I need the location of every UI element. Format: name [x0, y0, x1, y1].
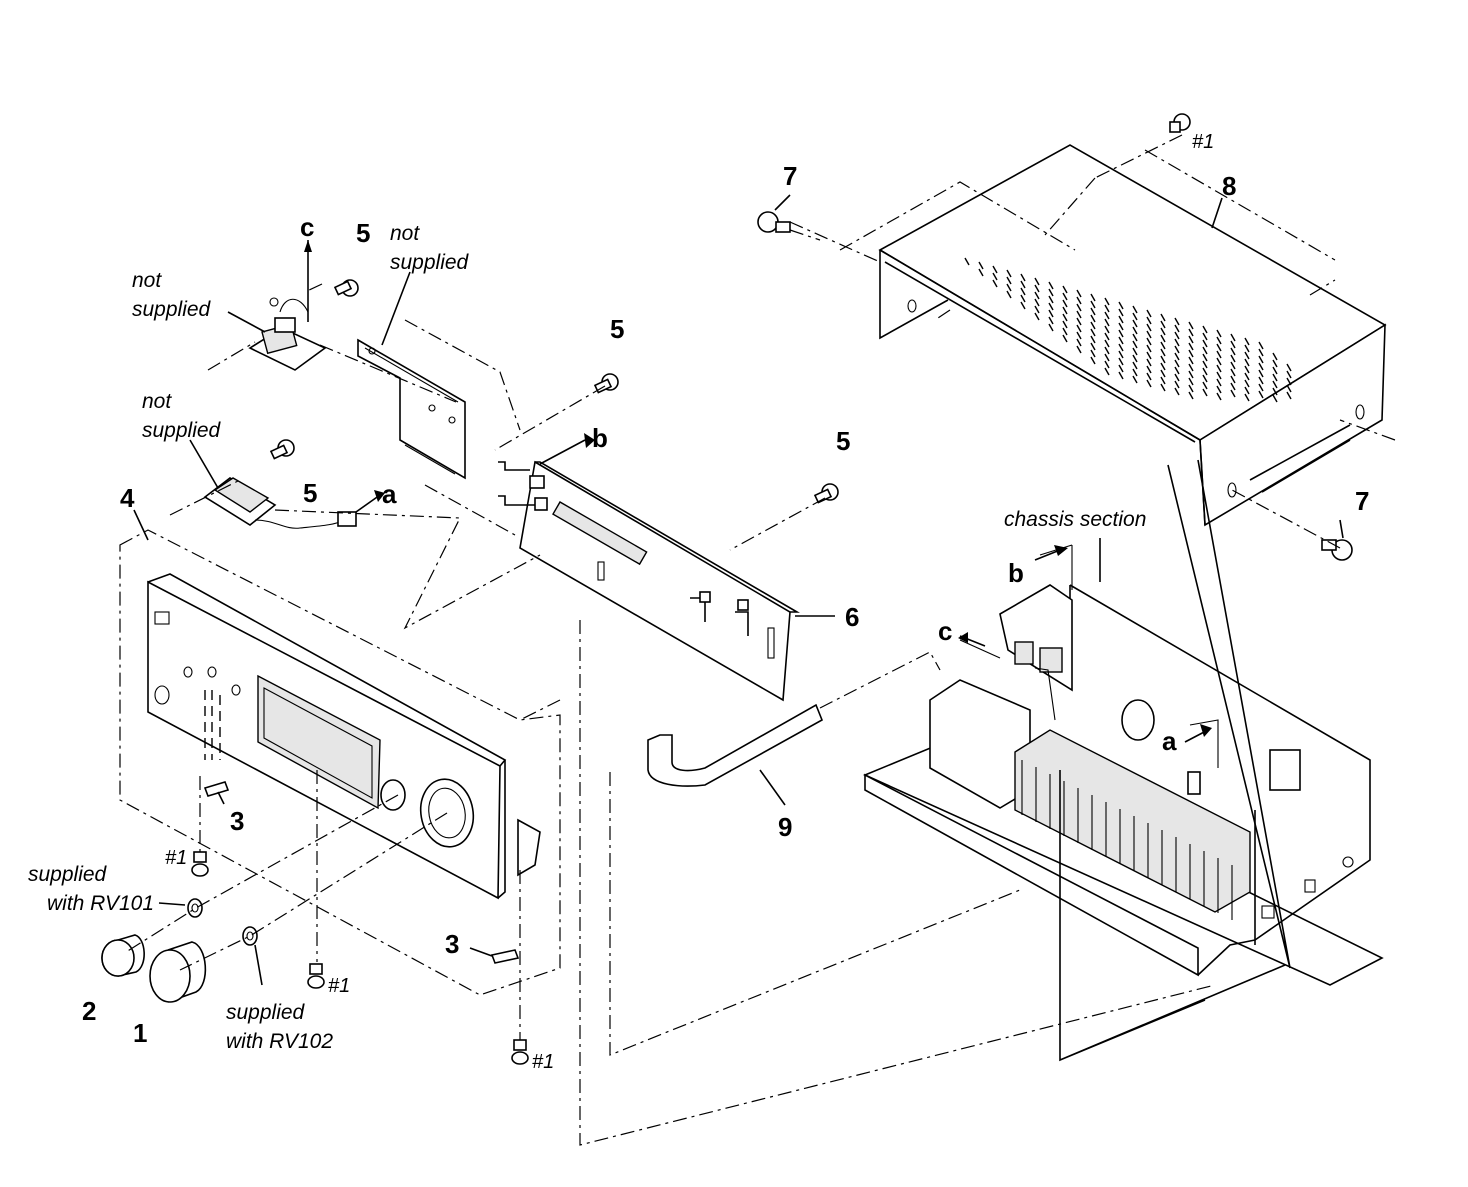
note-not-supplied-bracket-1: not — [390, 222, 420, 245]
heatsink-fins — [1021, 760, 1233, 920]
nut-rv101 — [187, 898, 203, 918]
bracket-not-supplied — [357, 338, 466, 480]
label-part-1: 1 — [133, 1018, 147, 1048]
knob-part-1 — [149, 941, 207, 1003]
screw-ref1-top — [1169, 113, 1191, 133]
flat-cable-part-9 — [647, 703, 824, 787]
label-connector-b-1: b — [592, 423, 608, 453]
cover-vent-slots — [964, 257, 1292, 403]
note-not-supplied-relay-2: supplied — [142, 419, 222, 442]
note-rv101-1: supplied — [28, 863, 108, 886]
label-connector-c-2: c — [938, 616, 952, 646]
note-not-supplied-bracket-2: supplied — [390, 251, 470, 274]
label-screw-ref-b: #1 — [328, 975, 350, 997]
note-rv102-1: supplied — [226, 1001, 306, 1024]
screw-ref1-a — [191, 851, 209, 877]
nut-rv102 — [242, 926, 258, 946]
screw-5-a — [333, 279, 359, 297]
note-not-supplied-switch-2: supplied — [132, 298, 212, 321]
switch-board-not-supplied — [248, 297, 327, 371]
labels: 1 2 3 3 4 5 5 5 5 6 7 7 8 9 a a b b c c … — [28, 131, 1369, 1073]
label-screw-ref-top: #1 — [1192, 131, 1214, 153]
label-part-7-a: 7 — [783, 161, 797, 191]
label-part-9: 9 — [778, 812, 792, 842]
knob-part-2 — [101, 934, 145, 977]
label-part-7-b: 7 — [1355, 486, 1369, 516]
label-part-5-c: 5 — [610, 314, 624, 344]
label-part-5-d: 5 — [836, 426, 850, 456]
screw-ref1-b — [307, 963, 325, 989]
screw-5-b — [269, 439, 295, 460]
note-not-supplied-relay-1: not — [142, 390, 172, 413]
label-part-4: 4 — [120, 483, 135, 513]
top-cover-part-8 — [878, 144, 1387, 527]
note-rv102-2: with RV102 — [226, 1030, 333, 1053]
assembly-lines — [119, 134, 1396, 1146]
screw-7-b — [1321, 539, 1353, 561]
display-board-part-6 — [498, 460, 800, 702]
label-connector-c-1: c — [300, 212, 314, 242]
label-screw-ref-c: #1 — [532, 1051, 554, 1073]
leader-lines — [133, 194, 1344, 986]
label-part-5-b: 5 — [303, 478, 317, 508]
label-connector-a-1: a — [382, 479, 397, 509]
label-part-5-a: 5 — [356, 218, 370, 248]
screw-7-a — [757, 211, 791, 233]
label-part-8: 8 — [1222, 171, 1236, 201]
note-chassis-section: chassis section — [1004, 508, 1146, 531]
label-screw-ref-a: #1 — [165, 847, 187, 869]
front-panel-part-4 — [147, 573, 541, 900]
note-rv101-2: with RV101 — [47, 892, 154, 915]
chassis-section — [862, 584, 1384, 986]
label-connector-b-2: b — [1008, 558, 1024, 588]
label-part-3-b: 3 — [445, 929, 459, 959]
note-not-supplied-switch-1: not — [132, 269, 162, 292]
label-part-2: 2 — [82, 996, 96, 1026]
small-parts-3 — [203, 781, 520, 964]
screw-ref1-c — [511, 1039, 529, 1065]
label-part-3-a: 3 — [230, 806, 244, 836]
label-connector-a-2: a — [1162, 726, 1177, 756]
screw-5-d — [813, 483, 839, 504]
label-part-6: 6 — [845, 602, 859, 632]
